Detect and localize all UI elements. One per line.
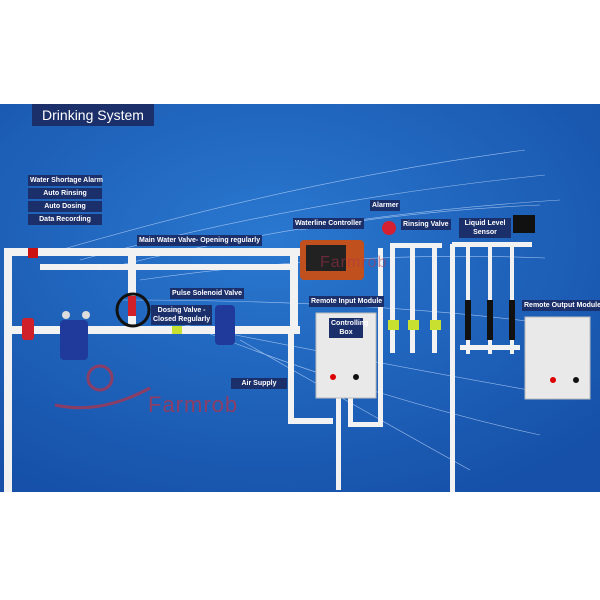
gauge-icon (62, 311, 70, 319)
watermark: Farmrob (148, 392, 239, 417)
main-valve-handle-icon (115, 292, 151, 328)
label-line: Sensor (473, 229, 497, 236)
sensor-tubes (465, 300, 515, 340)
red-valve-icon (22, 318, 34, 340)
watermark: Farmrob (320, 254, 388, 271)
remote-output-box (524, 316, 591, 400)
label-controlling-box: Controlling Box (329, 318, 369, 338)
alarmer-icon (382, 221, 396, 235)
label-line: Closed Regularly (153, 316, 211, 323)
label-remote-input-module: Remote Input Module (309, 296, 385, 307)
feature-auto-dosing: Auto Dosing (28, 201, 102, 212)
feature-data-recording: Data Recording (28, 214, 102, 225)
dosing-pump-icon (215, 305, 235, 345)
label-line: Dosing Valve - (157, 307, 206, 314)
rinsing-valve-icons (388, 320, 441, 330)
feature-auto-rinsing: Auto Rinsing (28, 188, 102, 199)
label-line: Box (339, 329, 353, 336)
page-title: Drinking System (32, 104, 154, 126)
pipes (4, 242, 532, 492)
liquid-sensor-device (513, 215, 535, 233)
label-alarmer: Alarmer (370, 200, 401, 211)
label-air-supply: Air Supply (231, 378, 287, 389)
gauge-icon (82, 311, 90, 319)
farmrob-logo-icon (54, 364, 151, 410)
label-pulse-solenoid-valve: Pulse Solenoid Valve (170, 288, 245, 299)
feature-water-shortage-alarm: Water Shortage Alarm (28, 175, 103, 186)
red-button-icon (330, 374, 336, 380)
label-waterline-controller: Waterline Controller (293, 218, 364, 229)
filter-icon (60, 320, 88, 360)
label-line: Controlling (331, 320, 369, 327)
label-dosing-valve: Dosing Valve - Closed Regularly (151, 305, 213, 325)
label-line: Liquid Level (464, 220, 506, 227)
label-main-water-valve: Main Water Valve- Opening regularly (137, 235, 263, 246)
label-rinsing-valve: Rinsing Valve (401, 219, 451, 230)
label-liquid-level-sensor: Liquid Level Sensor (459, 218, 511, 238)
blue-wall (0, 104, 600, 492)
dosing-valve-icon (172, 326, 182, 334)
label-remote-output-module: Remote Output Module (522, 300, 600, 311)
